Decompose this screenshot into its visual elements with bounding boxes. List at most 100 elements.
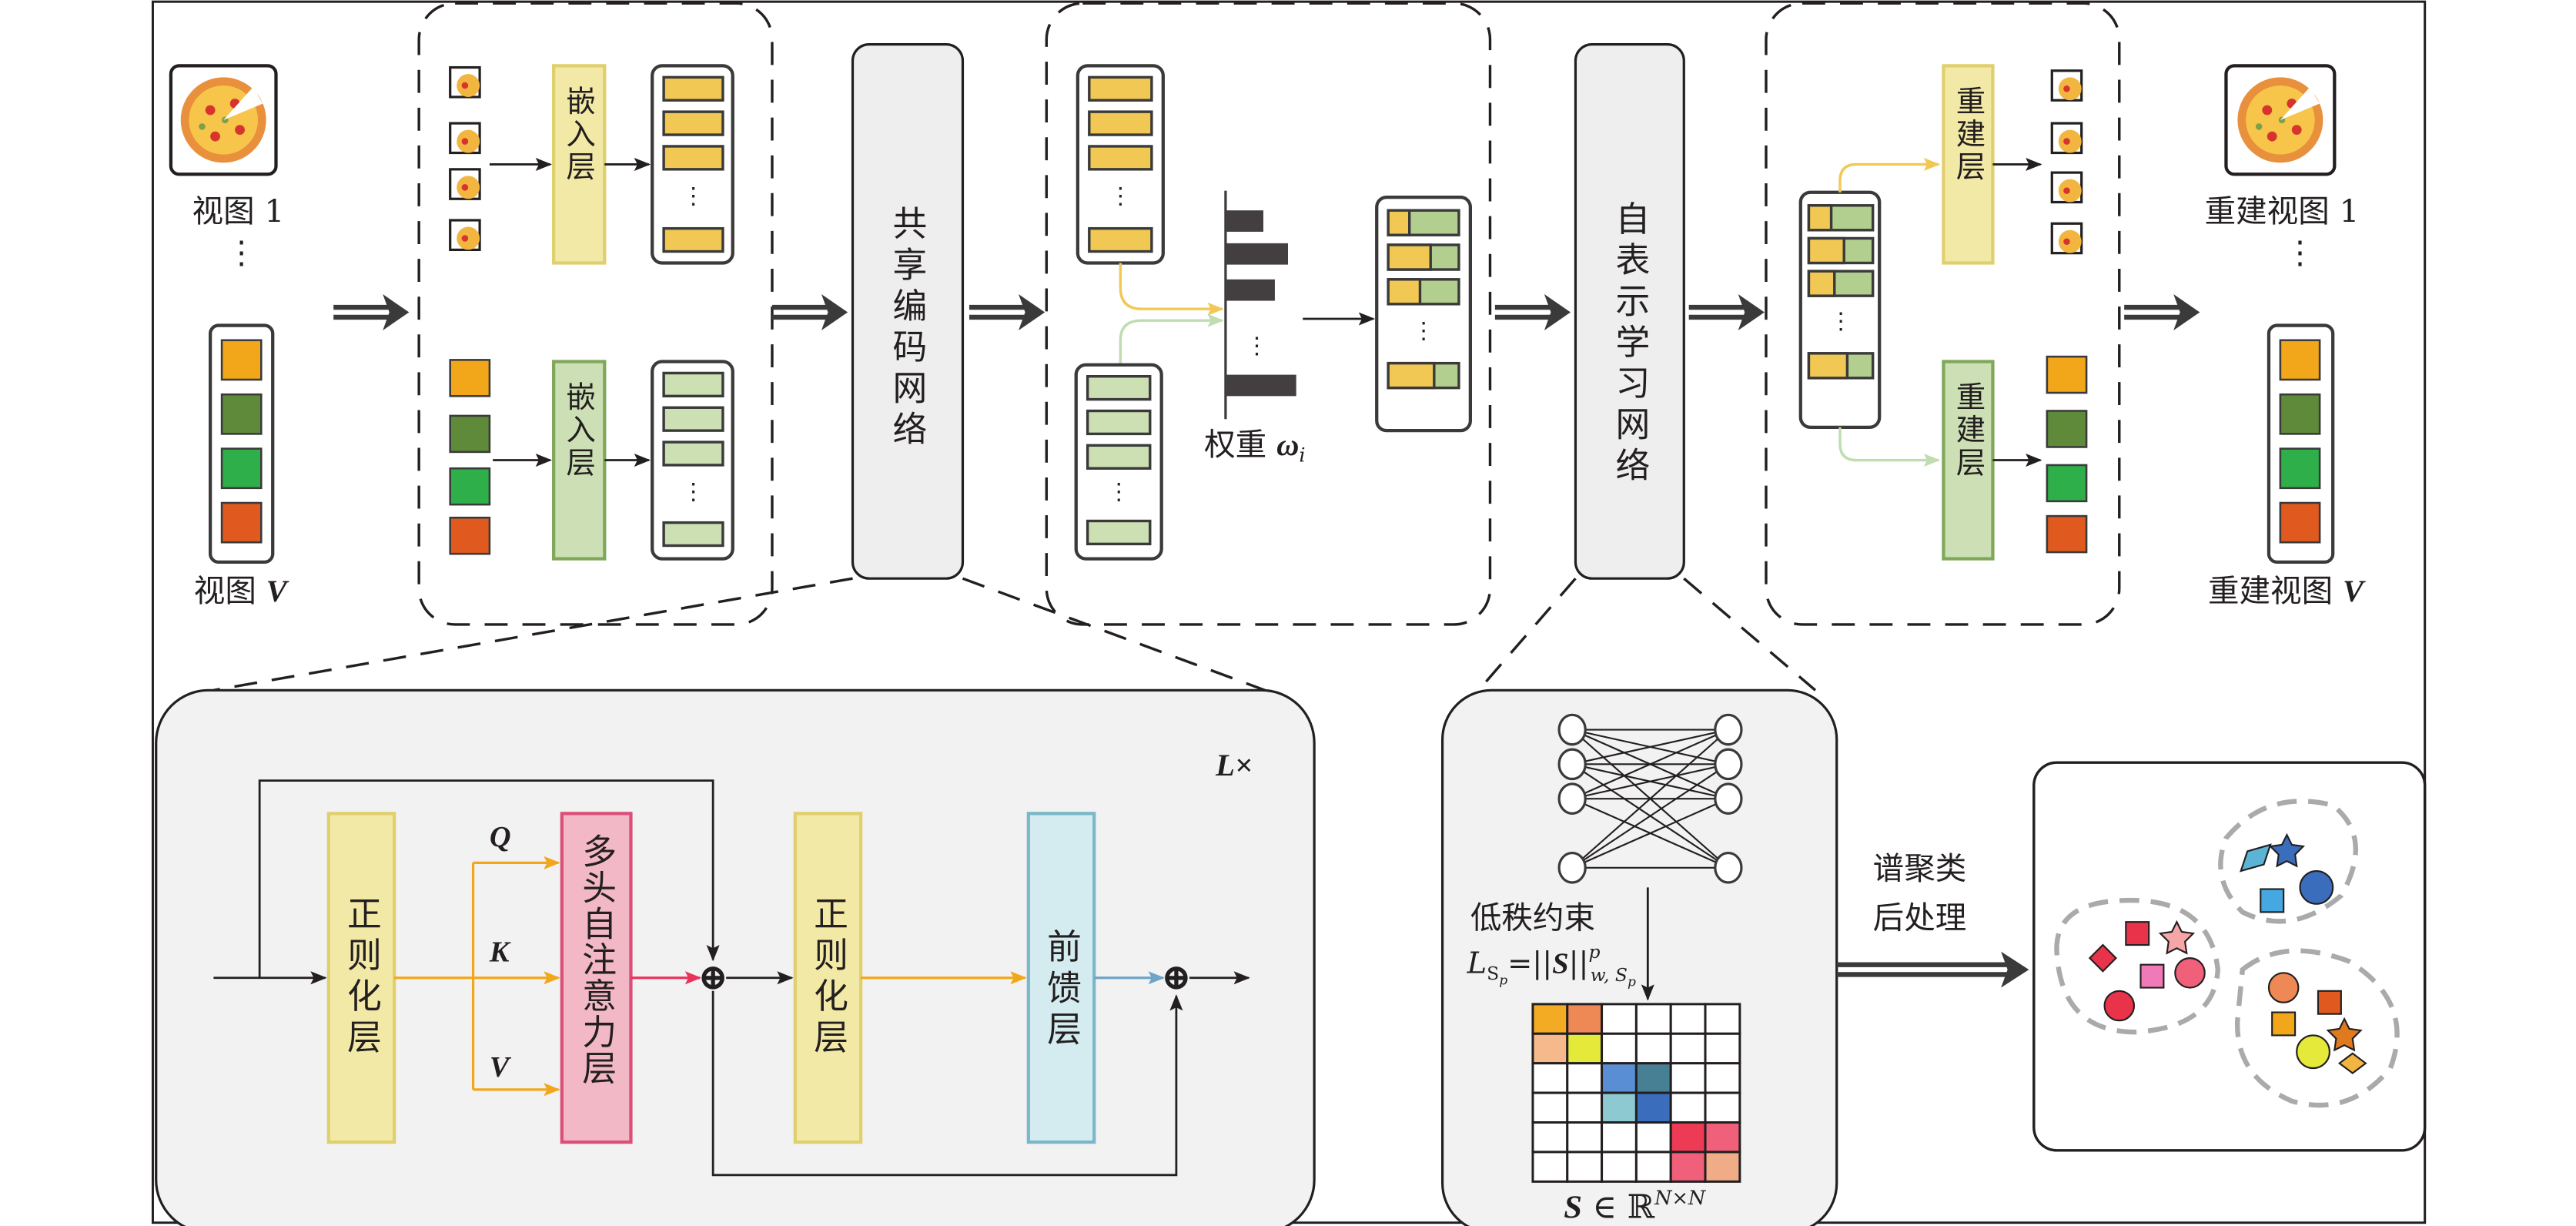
k-label: K xyxy=(489,936,511,968)
weight-label: 权重 ωi xyxy=(1204,426,1305,467)
nn-node xyxy=(1557,782,1587,815)
matrix-cell xyxy=(1566,1091,1604,1124)
double-arrow xyxy=(969,294,1045,330)
matrix-cell xyxy=(1531,1062,1569,1094)
add-icon: ⊕ xyxy=(1161,956,1191,999)
norm-layer-1-label: 正则化层 xyxy=(341,896,382,1060)
svg-text:⋮: ⋮ xyxy=(682,479,705,506)
patch-tile xyxy=(449,122,481,155)
recon-layer-1-label: 重建层 xyxy=(1951,85,1986,184)
matrix-cell xyxy=(1669,1091,1707,1124)
matrix-cell xyxy=(1531,1091,1569,1124)
svg-text:⋮: ⋮ xyxy=(1412,318,1435,345)
shared-encoder-box xyxy=(851,43,965,580)
cluster-2 xyxy=(2218,799,2358,924)
recon-viewV-label: 重建视图 V xyxy=(2208,572,2366,609)
fused-token-part xyxy=(1807,204,1833,232)
svg-text:⋮: ⋮ xyxy=(682,183,705,210)
svg-text:⋮: ⋮ xyxy=(1829,308,1852,335)
low-rank-label: 低秩约束 xyxy=(1470,899,1595,936)
embed-layer-2 xyxy=(552,360,607,561)
matrix-cell xyxy=(1601,1003,1638,1035)
matrix-cell xyxy=(1704,1032,1741,1065)
embedding-dashed-box xyxy=(417,2,774,626)
feed-forward-label: 前馈层 xyxy=(1041,929,1082,1052)
matrix-cell xyxy=(1566,1003,1604,1035)
view-square xyxy=(2279,501,2321,544)
matrix-cell xyxy=(1634,1151,1672,1183)
matrix-cell xyxy=(1634,1003,1672,1035)
matrix-cell xyxy=(1601,1121,1638,1154)
fused-token-part xyxy=(1387,243,1432,271)
v-label: V xyxy=(490,1051,512,1084)
reconstructed-views: 重建视图 1 ⋮ 重建视图 V xyxy=(2205,64,2366,609)
matrix-cell xyxy=(1531,1151,1569,1183)
fused-token-part xyxy=(1807,352,1849,380)
fused-token-part xyxy=(1387,361,1436,390)
matrix-label: S ∈ ℝN×N xyxy=(1564,1187,1707,1226)
weight-bar xyxy=(1225,243,1288,265)
matrix-cell xyxy=(1704,1091,1741,1124)
view-square xyxy=(2279,339,2321,381)
matrix-cell xyxy=(1669,1151,1707,1183)
transformer-panel: L× 正则化层 Q K V 多头自注意力层 ⊕ 正则化层 前馈层 ⊕ xyxy=(155,688,1316,1226)
matrix-cell xyxy=(1531,1121,1569,1154)
nn-node xyxy=(1714,748,1743,781)
recon-layer-1 xyxy=(1942,64,1995,265)
matrix-cell xyxy=(1566,1121,1604,1154)
svg-text:⋮: ⋮ xyxy=(1107,479,1130,506)
view-square xyxy=(220,501,263,544)
cluster-3 xyxy=(2235,948,2400,1108)
nn-node xyxy=(1714,851,1743,884)
double-arrow xyxy=(1836,951,2029,988)
matrix-cell xyxy=(1601,1062,1638,1094)
self-expression-label: 自表示学习网络 xyxy=(1609,200,1650,487)
weight-bar xyxy=(1225,279,1275,301)
matrix-cell xyxy=(1704,1151,1741,1183)
neural-network-icon xyxy=(1557,713,1743,884)
svg-text:⋮: ⋮ xyxy=(1246,333,1269,360)
multi-head-attention-layer xyxy=(560,812,633,1144)
patch-tile xyxy=(449,168,481,200)
matrix-cell xyxy=(1634,1091,1672,1124)
view1-label: 视图 1 xyxy=(192,193,285,229)
weight-bar xyxy=(1225,210,1263,232)
embedding-block: 嵌入层 ⋮ 嵌入层 ⋮ xyxy=(417,2,774,626)
similarity-matrix xyxy=(1531,1003,1741,1183)
view-square xyxy=(220,447,263,490)
input-views: 视图 1 ⋮ 视图 V xyxy=(169,64,289,609)
repeat-label: L× xyxy=(1215,748,1253,782)
view-square xyxy=(2279,447,2321,490)
embed-layer-1 xyxy=(552,64,607,265)
reconstruction-dashed-box xyxy=(1765,2,2121,626)
shared-encoder-label: 共享编码网络 xyxy=(886,206,927,452)
weight-bar xyxy=(1225,374,1296,397)
matrix-cell xyxy=(1566,1032,1604,1065)
post-processing-label: 后处理 xyxy=(1873,899,1967,936)
matrix-cell xyxy=(1669,1003,1707,1035)
matrix-cell xyxy=(1634,1062,1672,1094)
matrix-cell xyxy=(1634,1121,1672,1154)
norm-layer-2-label: 正则化层 xyxy=(808,896,848,1060)
cluster-1 xyxy=(2054,897,2221,1035)
matrix-cell xyxy=(1669,1121,1707,1154)
matrix-cell xyxy=(1566,1062,1604,1094)
matrix-cell xyxy=(1704,1121,1741,1154)
multi-head-attention-label: 多头自注意力层 xyxy=(576,833,617,1087)
matrix-cell xyxy=(1704,1062,1741,1094)
nn-node xyxy=(1714,782,1743,815)
fused-token-part xyxy=(1387,209,1411,236)
q-label: Q xyxy=(490,821,511,853)
fusion-block: ⋮ ⋮ ⋮ 权重 ωi ⋮ xyxy=(1045,2,1492,626)
recon-view1-label: 重建视图 1 xyxy=(2205,193,2360,229)
norm-layer-1 xyxy=(326,812,396,1144)
spectral-clustering-label: 谱聚类 xyxy=(1873,850,1967,887)
view-square xyxy=(220,393,263,435)
view-square xyxy=(220,339,263,381)
pizza-image xyxy=(180,77,266,163)
clustering-result-panel xyxy=(2032,761,2427,1152)
double-arrow xyxy=(1495,294,1571,330)
patch-tile xyxy=(449,219,481,252)
